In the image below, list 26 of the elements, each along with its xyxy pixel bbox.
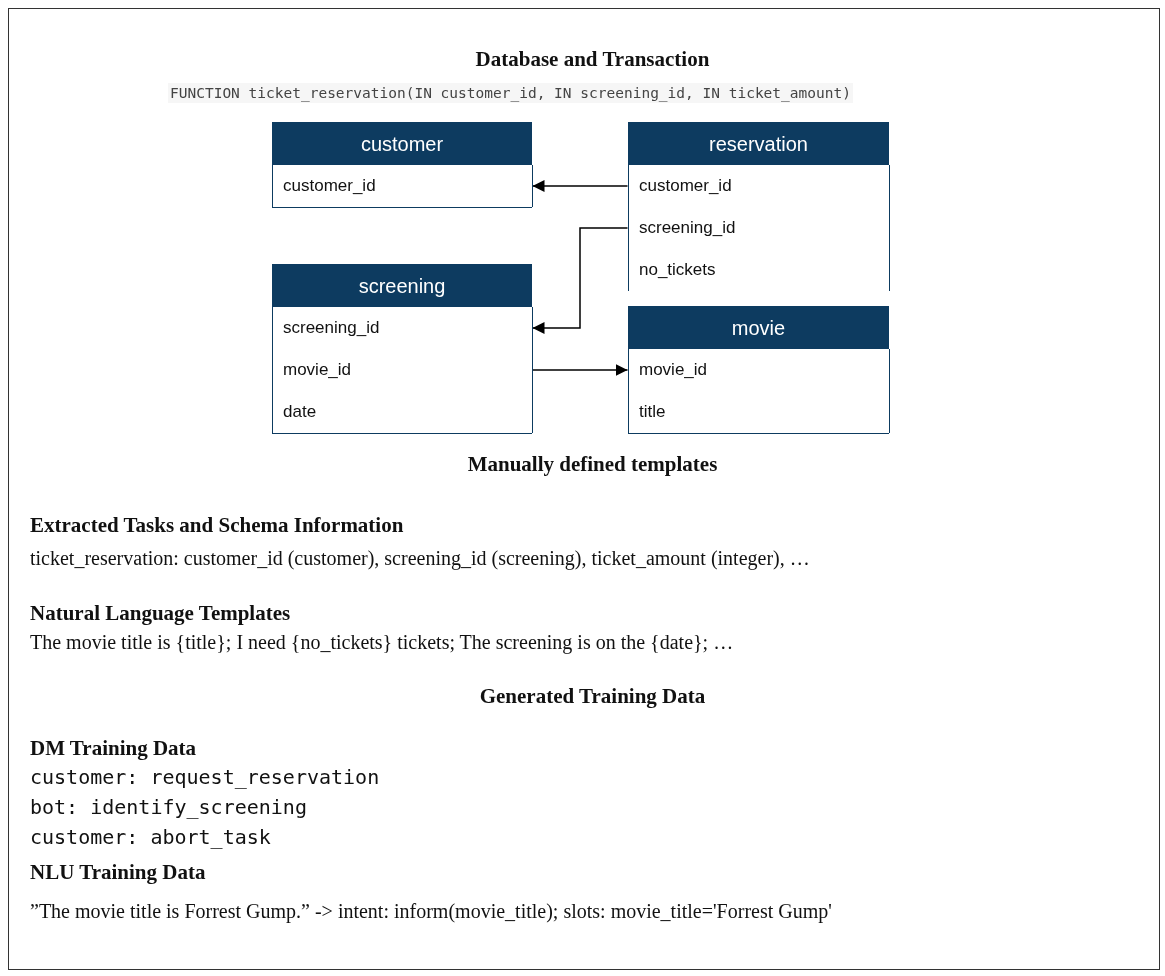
entity-table [628,122,889,291]
diagram-title: Database and Transaction [474,47,711,72]
paragraph: The movie title is {title}; I need {no_tickets} tickets; The screening is on the {date}; … [30,631,734,654]
field-row: no_tickets [627,249,890,291]
subsection-heading: Natural Language Templates [30,601,291,626]
arrow [531,364,629,376]
table-header: customer [273,123,531,165]
table-header: screening [273,265,531,307]
arrow [531,180,629,192]
section-heading: Generated Training Data [478,684,707,709]
entity-table [628,306,889,434]
code-line: bot: identify_screening [30,795,307,819]
code-line: customer: request_reservation [30,765,380,789]
paragraph: ”The movie title is Forrest Gump.” -> intent: inform(movie_title); slots: movie_title='Forrest Gump' [30,899,833,925]
table-header: movie [629,307,888,349]
section-heading: Manually defined templates [466,452,719,477]
code-line: customer: abort_task [30,825,271,849]
subsection-heading: Extracted Tasks and Schema Information [30,513,404,538]
arrow [531,227,629,334]
subsection-heading: DM Training Data [30,736,197,761]
paragraph: ticket_reservation: customer_id (customer), screening_id (screening), ticket_amount (integer), … [30,546,811,572]
subsection-heading: NLU Training Data [30,860,206,885]
entity-table [272,122,532,208]
function-signature: FUNCTION ticket_reservation(IN customer_id, IN screening_id, IN ticket_amount) [168,83,853,103]
entity-table [272,264,532,434]
table-header: reservation [629,123,888,165]
